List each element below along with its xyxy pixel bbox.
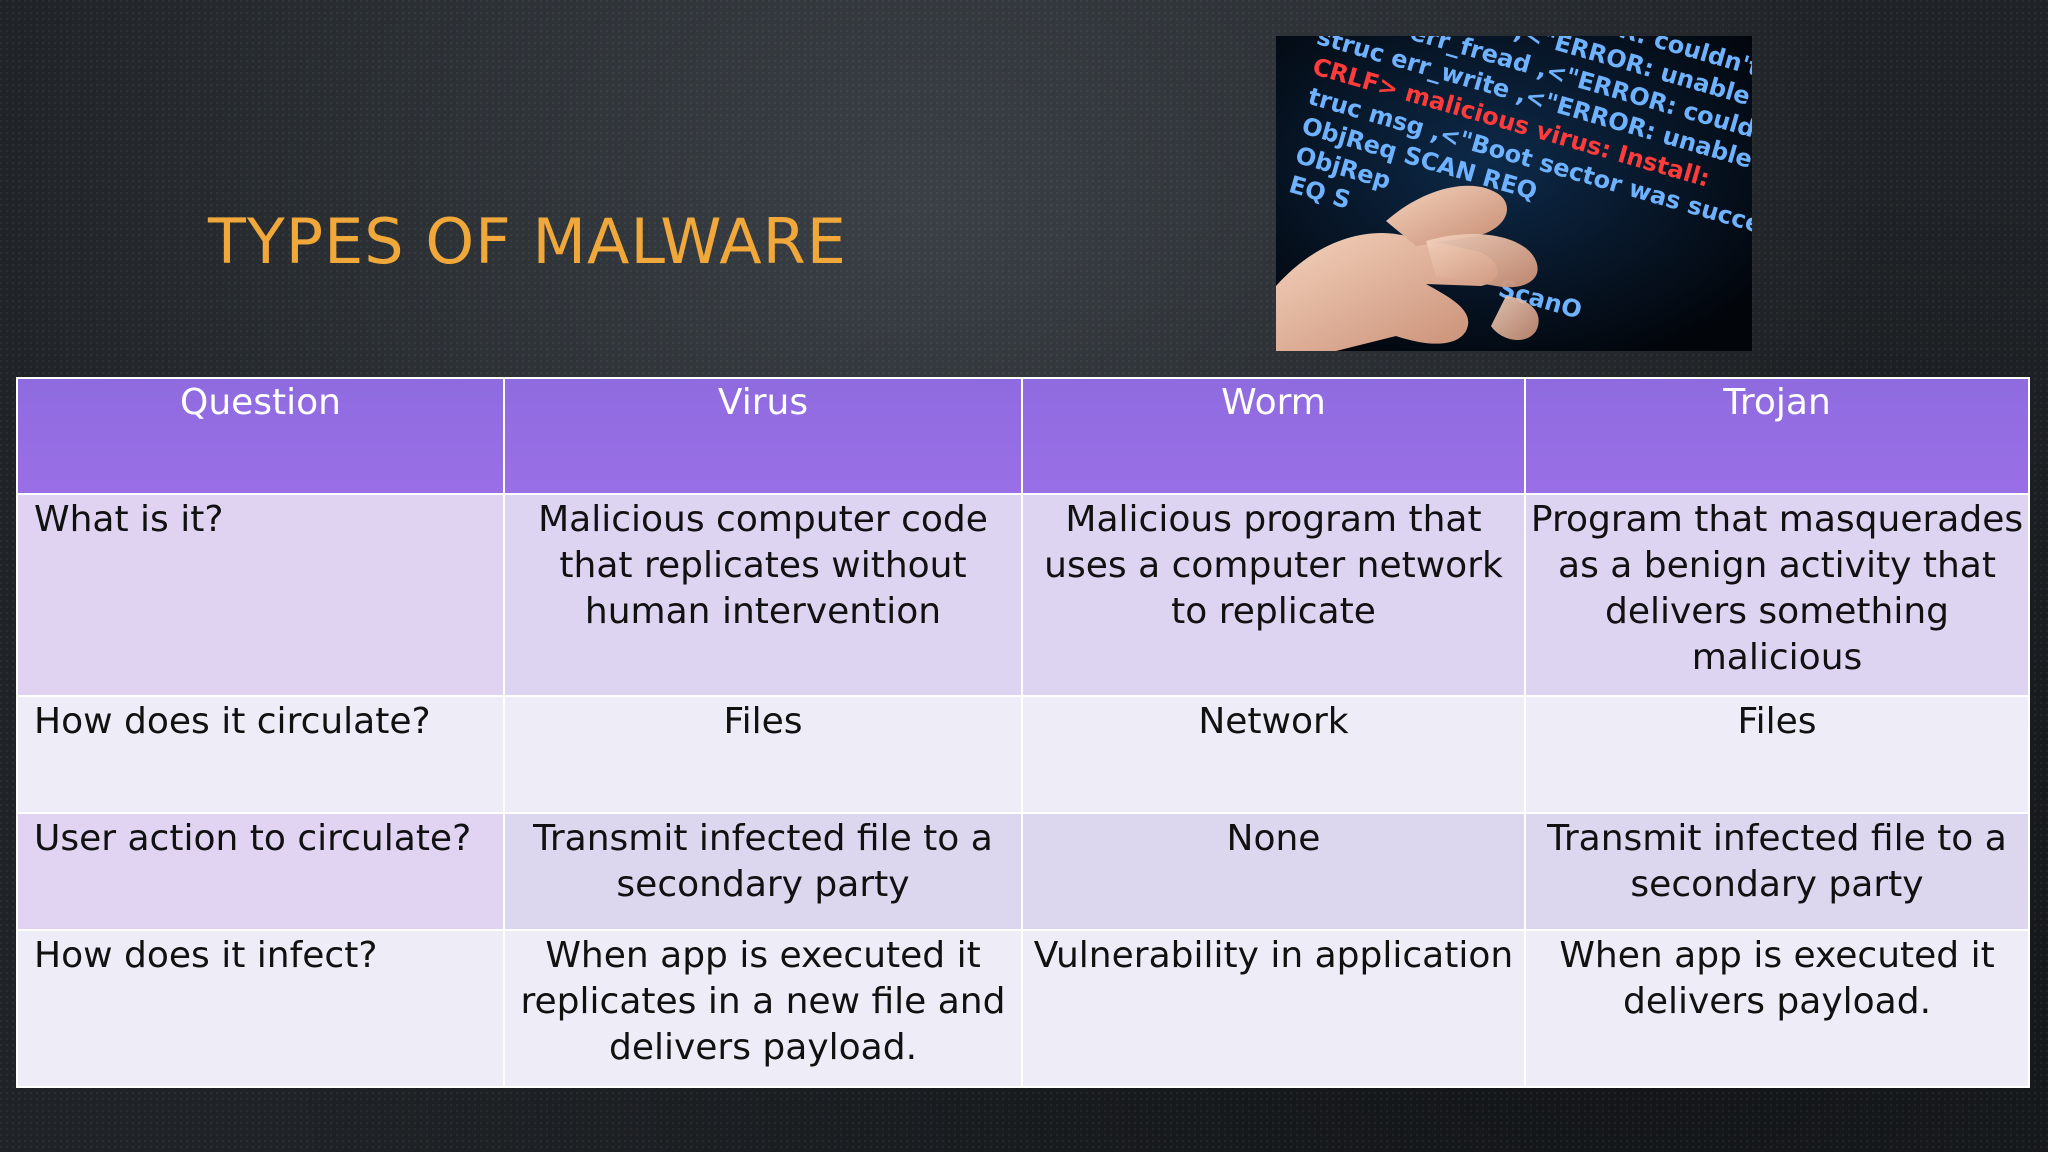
worm-cell: Network [1021,695,1526,814]
question-cell: How does it infect? [16,929,505,1088]
header-worm: Worm [1021,377,1526,495]
header-question: Question [16,377,505,495]
malware-comparison-table: Question Virus Worm Trojan What is it? M… [16,377,2030,1088]
virus-cell: Files [503,695,1023,814]
table-row: What is it? Malicious computer code that… [16,493,2030,697]
table-row: How does it circulate? Files Network Fil… [16,695,2030,814]
trojan-cell: Files [1524,695,2030,814]
malware-code-photo-art: ρen ,<"ERROR: couldn't open err_fmove ,<… [1276,36,1752,351]
worm-cell: Vulnerability in application [1021,929,1526,1088]
worm-cell: Malicious program that uses a computer n… [1021,493,1526,697]
hand-shape [1276,185,1539,351]
header-trojan: Trojan [1524,377,2030,495]
trojan-cell: When app is executed it delivers payload… [1524,929,2030,1088]
trojan-cell: Program that masquerades as a benign act… [1524,493,2030,697]
virus-cell: When app is executed it replicates in a … [503,929,1023,1088]
question-cell: User action to circulate? [16,812,505,931]
virus-cell: Transmit infected file to a secondary pa… [503,812,1023,931]
slide-title: TYPES OF MALWARE [208,205,847,278]
table-row: User action to circulate? Transmit infec… [16,812,2030,931]
worm-cell: None [1021,812,1526,931]
question-cell: How does it circulate? [16,695,505,814]
comparison-table: Question Virus Worm Trojan What is it? M… [16,377,2030,1088]
table-row: How does it infect? When app is executed… [16,929,2030,1088]
trojan-cell: Transmit infected file to a secondary pa… [1524,812,2030,931]
virus-cell: Malicious computer code that replicates … [503,493,1023,697]
question-cell: What is it? [16,493,505,697]
malware-code-photo: ρen ,<"ERROR: couldn't open err_fmove ,<… [1276,36,1752,351]
header-virus: Virus [503,377,1023,495]
table-header-row: Question Virus Worm Trojan [16,377,2030,495]
